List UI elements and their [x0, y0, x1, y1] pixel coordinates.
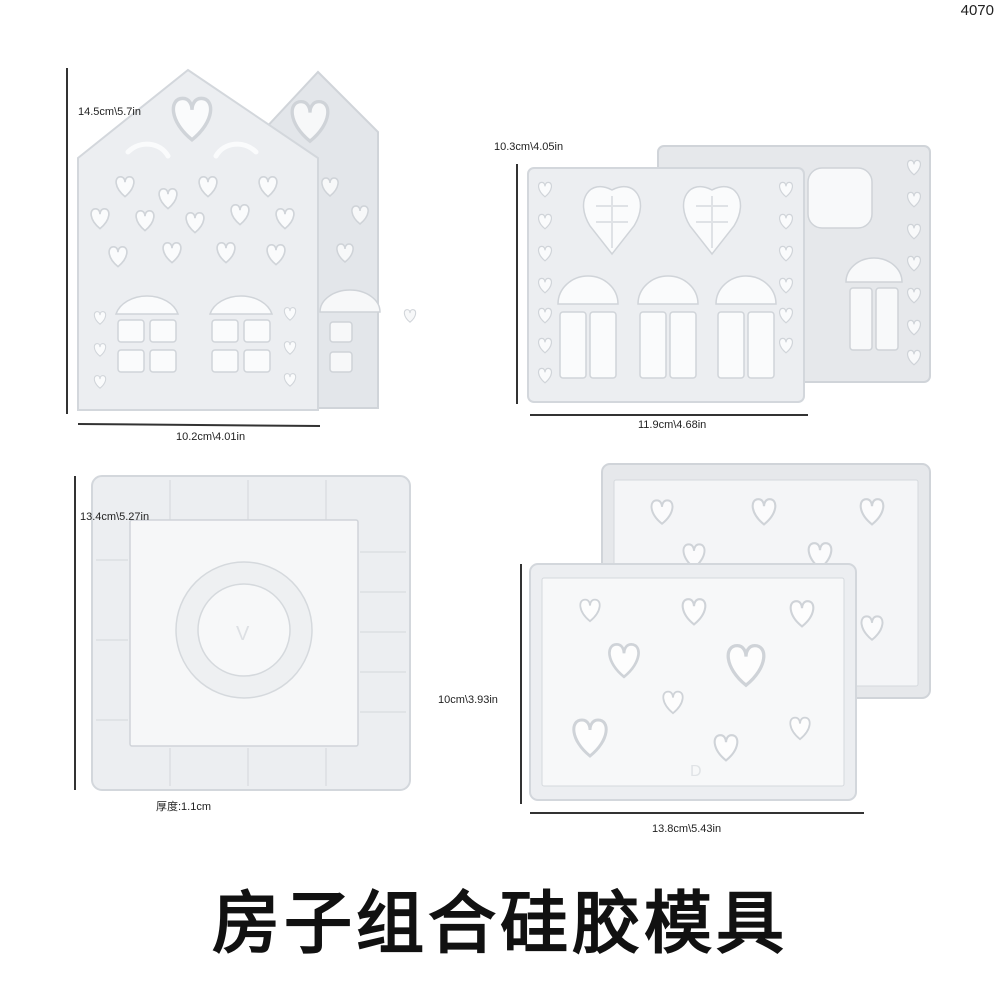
- facade-mold-front: [527, 167, 805, 403]
- facade-height-label: 10.3cm\4.05in: [494, 141, 564, 153]
- thickness-label: 厚度:1.1cm: [156, 801, 212, 813]
- tray-width-label: 13.8cm\5.43in: [652, 823, 722, 835]
- square-height-label: 13.4cm\5.27in: [80, 511, 150, 523]
- tray-height-label: 10cm\3.93in: [438, 694, 498, 706]
- square-height-line: [74, 476, 76, 790]
- facade-width-line: [530, 414, 808, 416]
- product-code: 4070: [960, 2, 994, 19]
- house-mold-front: [77, 68, 319, 411]
- house-height-line: [66, 68, 68, 414]
- engraved-letter-d: D: [690, 763, 702, 780]
- facade-height-line: [516, 164, 518, 404]
- tray-width-line: [530, 812, 864, 814]
- engraved-letter: V: [236, 623, 250, 645]
- heart-tray-front: D: [529, 563, 857, 801]
- product-title: 房子组合硅胶模具: [211, 885, 788, 964]
- house-width-label: 10.2cm\4.01in: [176, 431, 246, 443]
- square-frame-mold: V: [91, 475, 411, 791]
- tray-height-line: [520, 564, 522, 804]
- house-mold-back-details: [290, 99, 417, 373]
- facade-width-label: 11.9cm\4.68in: [638, 419, 707, 431]
- house-height-label: 14.5cm\5.7in: [78, 106, 141, 118]
